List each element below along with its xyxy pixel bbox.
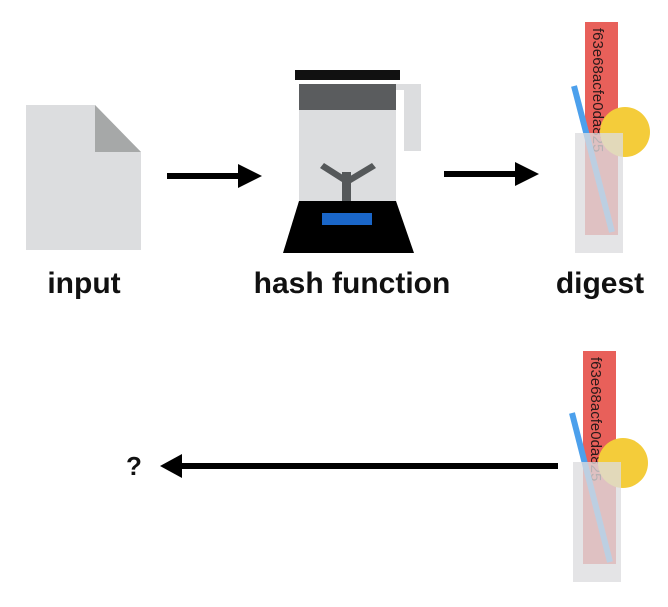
unknown-label: ? [126,451,142,481]
hash-function-label: hash function [254,267,451,300]
arrow-right-icon [444,162,539,186]
arrow-right-icon [167,164,262,188]
input-label: input [47,267,120,300]
digest-label: digest [556,267,644,300]
digest-drink-icon: f63e68acfe0da825... [569,351,648,582]
arrow-left-icon [160,454,558,478]
document-icon [26,105,141,250]
digest-drink-icon: f63e68acfe0da825... [571,22,650,253]
blender-icon [283,70,421,253]
